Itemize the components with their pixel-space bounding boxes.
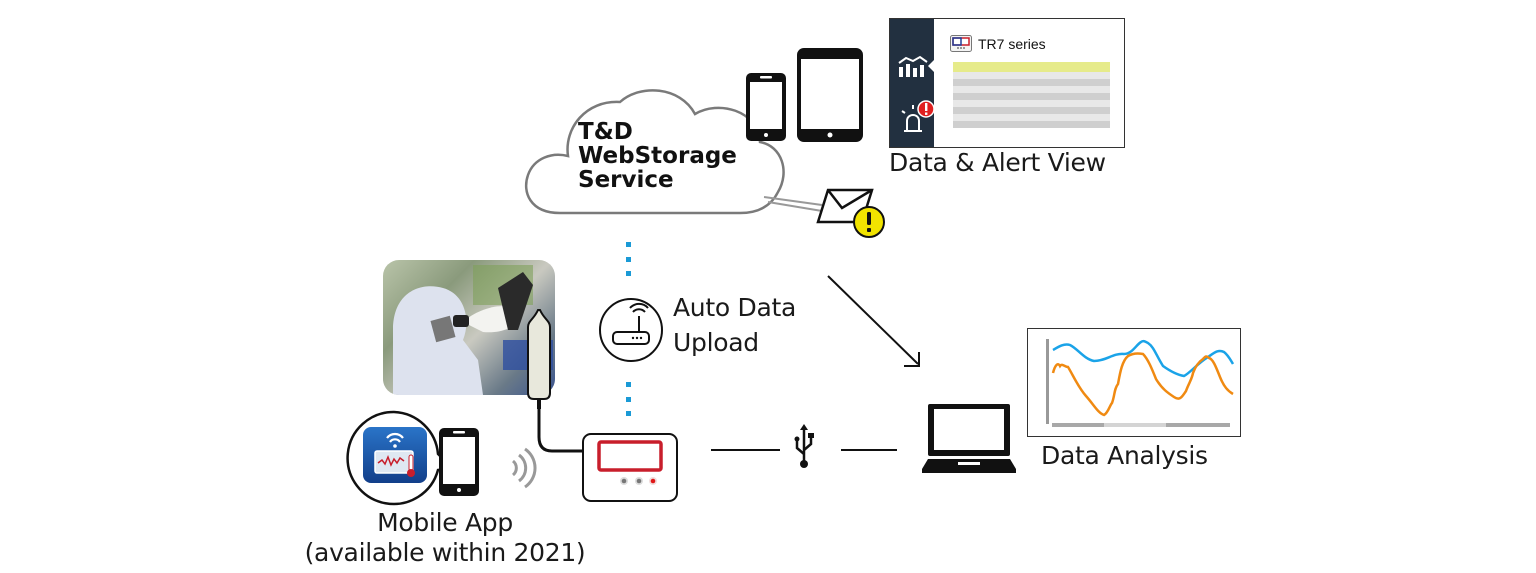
table-row[interactable] <box>953 79 1110 86</box>
router-icon <box>599 298 663 362</box>
data-alert-view-label: Data & Alert View <box>889 148 1106 177</box>
x-axis-segment <box>1104 423 1166 427</box>
auto-upload-line2: Upload <box>673 328 759 357</box>
auto-upload-label: Auto Data Upload <box>673 290 796 360</box>
mobile-app-icon[interactable] <box>363 427 427 483</box>
wireless-signal-icon <box>511 447 537 489</box>
logger-mini-icon <box>950 35 972 52</box>
table-row-highlight[interactable] <box>953 62 1110 72</box>
cloud-title-line2: WebStorage <box>578 143 737 169</box>
mobile-app-line2: (available within 2021) <box>304 538 586 567</box>
table-row[interactable] <box>953 72 1110 79</box>
y-axis <box>1046 339 1049 424</box>
email-alert-link <box>763 196 823 212</box>
x-axis-segment <box>1052 423 1104 427</box>
table-row[interactable] <box>953 93 1110 100</box>
data-analysis-panel <box>1027 328 1241 437</box>
data-analysis-label: Data Analysis <box>1041 441 1208 470</box>
dotted-upload-link <box>626 242 631 416</box>
mobile-phone-icon <box>439 428 479 496</box>
table-rows <box>953 62 1110 128</box>
usb-connection <box>711 449 897 451</box>
analysis-chart <box>1046 339 1235 427</box>
cleanroom-photo <box>383 260 555 395</box>
usb-icon <box>794 424 814 468</box>
panel-title: TR7 series <box>978 36 1046 52</box>
table-row[interactable] <box>953 86 1110 93</box>
cloud-title-line1: T&D <box>578 119 633 145</box>
panel-sidebar <box>890 19 934 147</box>
alarm-light-icon[interactable] <box>898 99 935 135</box>
cloud-icon <box>524 89 785 215</box>
series-blue-line <box>1052 339 1235 378</box>
series-orange-line <box>1051 352 1234 417</box>
mobile-app-line1: Mobile App <box>377 508 513 537</box>
webstorage-cloud: T&D WebStorage Service <box>520 80 790 220</box>
cloud-title-line3: Service <box>578 167 674 193</box>
table-row[interactable] <box>953 114 1110 121</box>
mobile-app-label: Mobile App (available within 2021) <box>300 508 590 568</box>
x-axis-segment <box>1166 423 1230 427</box>
sensor-probe <box>527 309 584 453</box>
selection-pointer <box>928 59 935 73</box>
table-row[interactable] <box>953 100 1110 107</box>
photo-content <box>393 265 553 395</box>
arrow-to-laptop <box>827 275 920 367</box>
auto-upload-line1: Auto Data <box>673 293 796 322</box>
chart-bars-icon[interactable] <box>897 55 929 77</box>
tablet-icon <box>797 48 863 142</box>
laptop-icon <box>922 404 1016 473</box>
table-row[interactable] <box>953 121 1110 128</box>
envelope-icon <box>816 188 885 238</box>
table-row[interactable] <box>953 107 1110 114</box>
data-alert-panel: TR7 series <box>889 18 1125 148</box>
smartphone-icon <box>746 73 786 141</box>
data-logger-device <box>582 433 678 502</box>
logger-display <box>597 440 663 472</box>
